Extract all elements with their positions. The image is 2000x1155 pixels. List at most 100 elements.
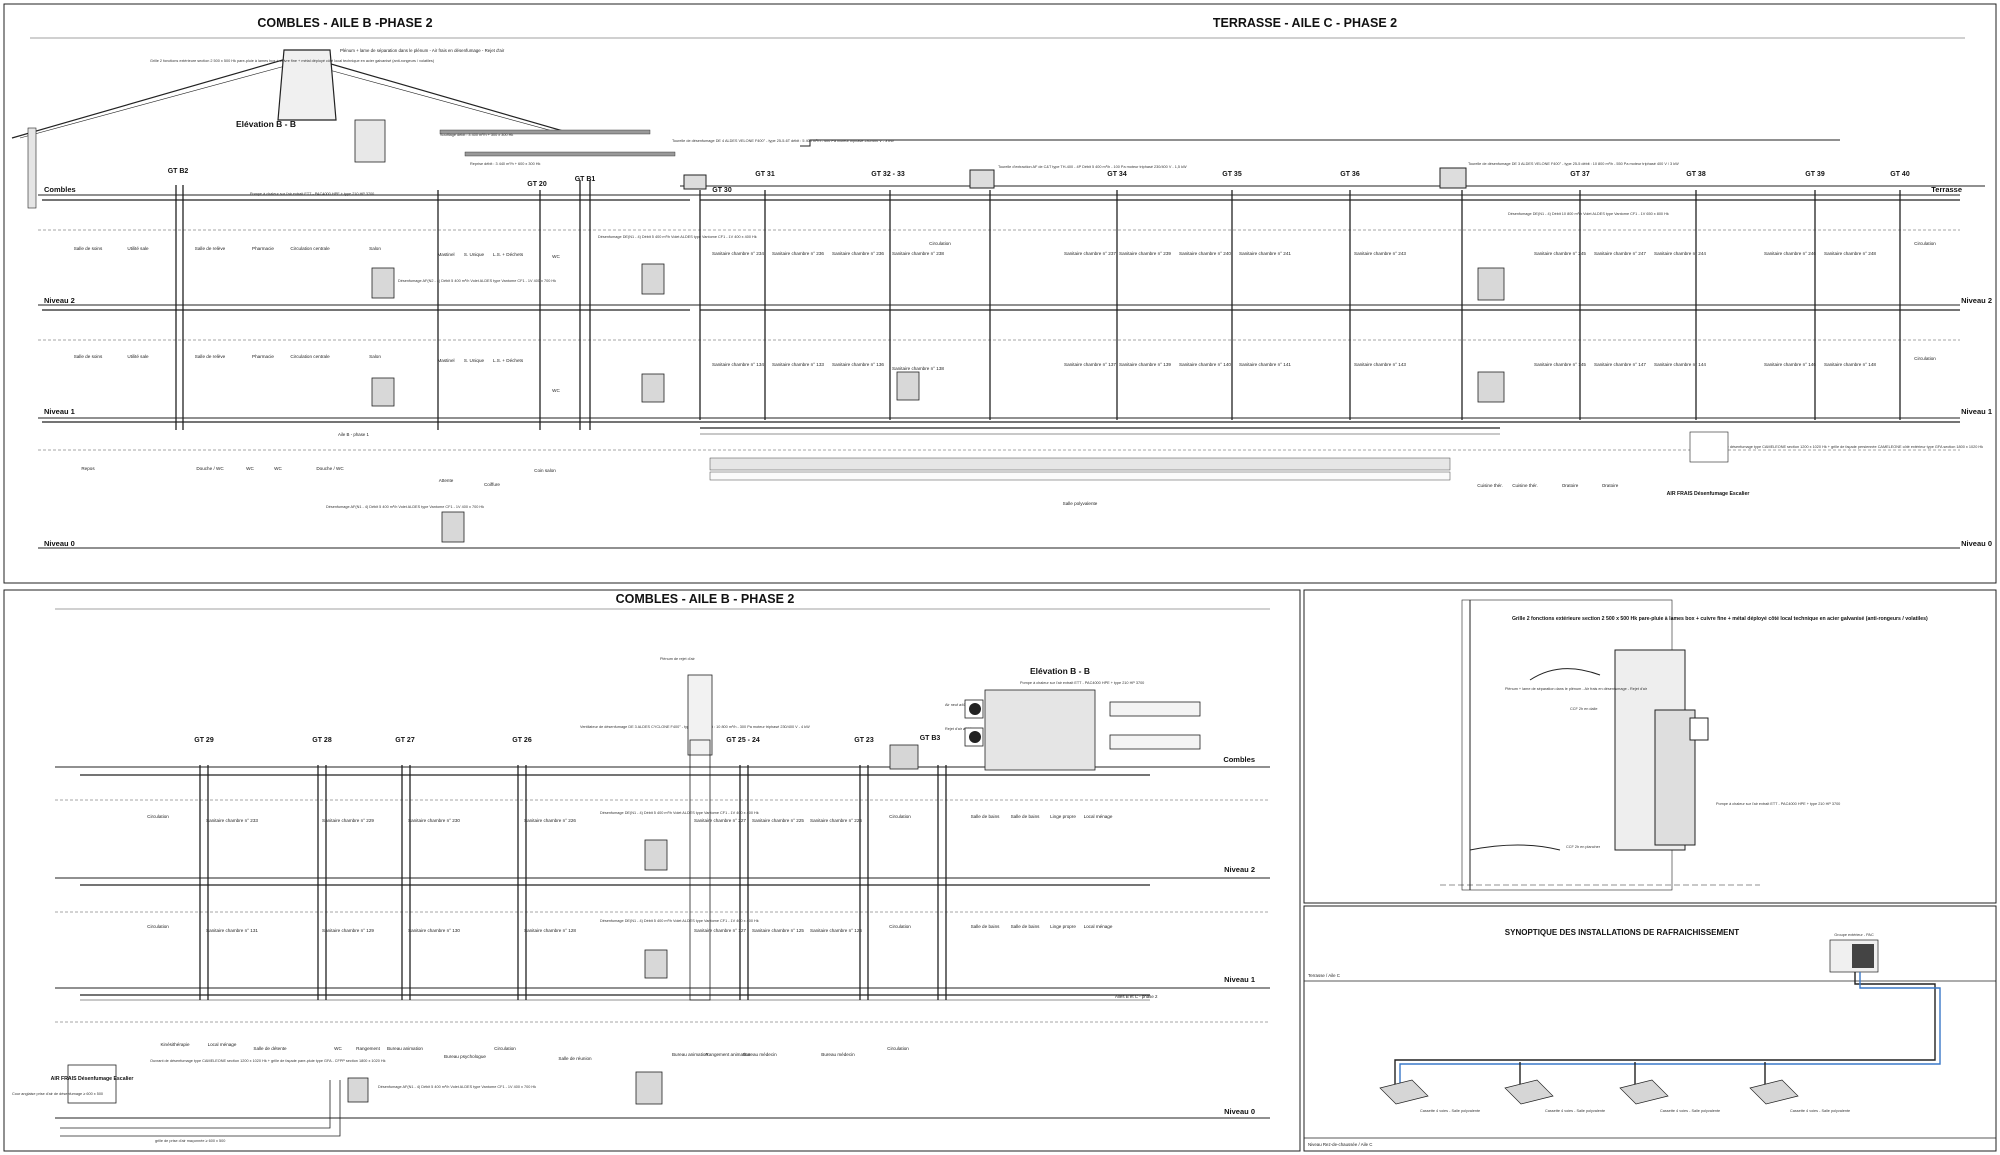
elevation-top-title: Elévation B - B <box>236 119 296 129</box>
room-label: Salle de relève <box>195 354 226 359</box>
outdoor-unit-label: Groupe extérieur - PAC <box>1834 933 1874 937</box>
cassette-label: Cassette 4 voies - Salle polyvalente <box>1790 1109 1850 1113</box>
room-label: Coiffure <box>484 482 500 487</box>
gt-label: GT 31 <box>755 171 775 178</box>
room-label: Sanitaire chambre n° 126 <box>810 928 862 933</box>
dimension-lines <box>30 37 1965 610</box>
cour-anglaise-note: Cour anglaise prise d'air de désenfumage… <box>12 1092 103 1096</box>
gt-label: GT 23 <box>854 737 874 744</box>
room-label: Sanitaire chambre n° 237 <box>1064 251 1116 256</box>
room-label: Mastinel <box>437 358 454 363</box>
gt-label: GT 38 <box>1686 171 1706 178</box>
bottom-elevation-equipment <box>687 674 1201 1001</box>
room-label: Sanitaire chambre n° 243 <box>1354 251 1406 256</box>
salle-polyvalente-diffusers <box>709 457 1451 481</box>
desenfumage-units-top <box>371 263 1505 543</box>
room-label: Douche / WC <box>316 466 344 471</box>
level-n2-top-left: Niveau 2 <box>44 296 75 305</box>
gt-label: GT 27 <box>395 737 415 744</box>
air-frais-bottom-label: AIR FRAIS Désenfumage Escalier <box>51 1076 134 1082</box>
room-label: Sanitaire chambre n° 136 <box>832 362 884 367</box>
air-frais-top-label: AIR FRAIS Désenfumage Escalier <box>1667 491 1750 497</box>
room-label: Sanitaire chambre n° 137 <box>1064 362 1116 367</box>
level-terrasse-top: Terrasse <box>1931 185 1962 194</box>
ccf-plancher-note: CCF 2h en plancher <box>1566 845 1601 849</box>
room-label: Sanitaire chambre n° 236 <box>772 251 824 256</box>
level-n1-top-right: Niveau 1 <box>1961 407 1992 416</box>
level-n1-top-left: Niveau 1 <box>44 407 75 416</box>
room-label: Salle de soins <box>74 246 103 251</box>
room-label: Pharmacie <box>252 246 274 251</box>
room-label: Salle de bains <box>1011 924 1041 929</box>
room-label: Salon <box>369 246 381 251</box>
room-label: Linge propre <box>1050 814 1076 819</box>
title-synoptique: SYNOPTIQUE DES INSTALLATIONS DE RAFRAICH… <box>1505 928 1739 937</box>
plenum-note: Plénum + lame de séparation dans le plén… <box>340 48 505 53</box>
room-label: Sanitaire chambre n° 227 <box>694 818 746 823</box>
room-label: Sanitaire chambre n° 225 <box>752 818 804 823</box>
grille-note: Grille 2 fonctions extérieure section 2 … <box>150 59 435 63</box>
gt-label: GT 35 <box>1222 171 1242 178</box>
gt-label: GT 39 <box>1805 171 1825 178</box>
cassette-icon <box>1619 1079 1669 1105</box>
room-label: Sanitaire chambre n° 147 <box>1594 362 1646 367</box>
cassette-label: Cassette 4 voies - Salle polyvalente <box>1660 1109 1720 1113</box>
bottom-main-ducts <box>80 774 1150 1001</box>
room-label: Sanitaire chambre n° 127 <box>694 928 746 933</box>
gt-label: GT 37 <box>1570 171 1590 178</box>
room-label: Sanitaire chambre n° 143 <box>1354 362 1406 367</box>
gt-label: GT 29 <box>194 737 214 744</box>
synoptique-outdoor-unit: Groupe extérieur - PAC <box>1829 933 1879 973</box>
rooms-bottom-n1: Circulation Sanitaire chambre n° 131 San… <box>147 924 1113 933</box>
room-label: Circulation <box>1914 356 1936 361</box>
synoptique-frame <box>1303 905 1997 1152</box>
room-label: Local ménage <box>1084 924 1113 929</box>
cassette-label: Cassette 4 voies - Salle polyvalente <box>1545 1109 1605 1113</box>
room-label: Sanitaire chambre n° 148 <box>1824 362 1876 367</box>
bottom-risers <box>199 765 947 1000</box>
room-label: Oratoire <box>1562 483 1579 488</box>
room-label: Sanitaire chambre n° 133 <box>772 362 824 367</box>
level-n2-bottom: Niveau 2 <box>1224 865 1255 874</box>
room-label: Sanitaire chambre n° 229 <box>322 818 374 823</box>
room-label: WC <box>552 254 560 259</box>
bottom-intake-duct <box>60 1080 341 1137</box>
room-label: Sanitaire chambre n° 233 <box>206 818 258 823</box>
bottom-floor-lines <box>55 766 1270 1119</box>
desenfumage-b2-note: Désenfumage DE(N1 - 4) Débit 5 400 m³/h … <box>598 235 757 239</box>
room-label: Oratoire <box>1602 483 1619 488</box>
rooms-top-left-n0: Repos Douche / WC WC WC Douche / WC Atte… <box>81 466 556 487</box>
room-label: Local ménage <box>1084 814 1113 819</box>
room-label: Sanitaire chambre n° 234 <box>712 251 764 256</box>
gt-label: GT 20 <box>527 181 547 188</box>
desenfumage-c-note: Désenfumage DE(N1 - 4) Débit 10 800 m³/h… <box>1508 212 1669 216</box>
room-label: Sanitaire chambre n° 141 <box>1239 362 1291 367</box>
soufflage-note: Soufflage débit : 3 400 m³/h + 300 x 300… <box>440 133 513 137</box>
ouvrant-top-note: Ouvrant de désenfumage type CAMELEONE se… <box>1710 445 1983 449</box>
gt-label: GT 28 <box>312 737 332 744</box>
room-label: Bureau médecin <box>743 1052 777 1057</box>
room-label: Coin salon <box>534 468 556 473</box>
room-label: L.S. + Déchets <box>493 358 524 363</box>
room-label: Bureau animation <box>672 1052 708 1057</box>
title-top-right: TERRASSE - AILE C - PHASE 2 <box>1213 16 1397 30</box>
synoptique-cassettes <box>1379 1079 1799 1105</box>
room-label: Pharmacie <box>252 354 274 359</box>
tourelle-1-note: Tourelle de désenfumage DE 4 ALDES VELON… <box>672 139 894 143</box>
room-label: Circulation <box>147 814 169 819</box>
desenfumage-bottom-n1-note: Désenfumage DE(N1 - 4) Débit 5 400 m³/h … <box>600 919 759 923</box>
level-n2-top-right: Niveau 2 <box>1961 296 1992 305</box>
rooms-top-left-n1: Salle de soins Utilité sale Salle de rel… <box>74 354 561 393</box>
room-label: WC <box>274 466 282 471</box>
room-label: Circulation centrale <box>290 354 330 359</box>
grille-2-fonctions-label: Grille 2 fonctions extérieure section 2 … <box>1512 616 1928 622</box>
air-neuf-note: Air neuf ø400 <box>945 703 968 707</box>
level-n0-top-right: Niveau 0 <box>1961 539 1992 548</box>
air-frais-top: AIR FRAIS Désenfumage Escalier <box>1667 431 1750 497</box>
title-bottom-left: COMBLES - AILE B - PHASE 2 <box>616 592 795 606</box>
room-label: WC <box>552 388 560 393</box>
room-label: Bureau médecin <box>821 1052 855 1057</box>
gt-label: GT 36 <box>1340 171 1360 178</box>
room-label: Sanitaire chambre n° 144 <box>1654 362 1706 367</box>
